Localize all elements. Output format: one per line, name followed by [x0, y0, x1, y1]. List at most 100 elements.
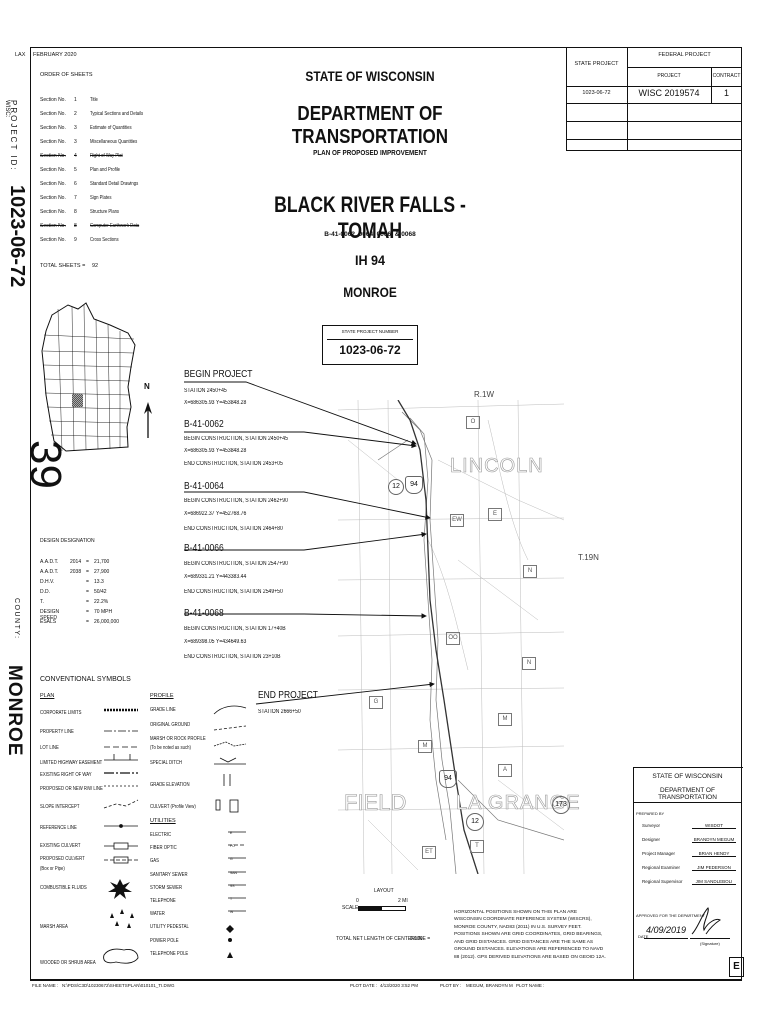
design-designation-row: A.A.D.T.2014=21,700: [40, 559, 134, 565]
north-label: N: [144, 382, 150, 391]
b66-begin: BEGIN CONSTRUCTION, STATION 2547+90: [184, 561, 288, 567]
b64-end: END CONSTRUCTION, STATION 2464+80: [184, 526, 283, 532]
project-id-label: PROJECT ID:: [9, 100, 18, 172]
sheet-section-label: Section No.: [40, 167, 66, 173]
approval-state: STATE OF WISCONSIN: [652, 773, 723, 780]
state-project-label: STATE PROJECT: [574, 61, 619, 67]
dd-equals: =: [86, 579, 89, 585]
b68-coords: X=689398.05 Y=434649.63: [184, 639, 247, 645]
approval-department: DEPARTMENT OF TRANSPORTATION: [658, 787, 717, 801]
prepared-by-label: PREPARED BY: [636, 811, 665, 816]
end-project-station: STATION 2666+50: [258, 709, 301, 715]
sheet-section-desc: Title: [90, 97, 98, 103]
county-road-marker: M: [418, 740, 432, 753]
plan-symbol-label: MARSH AREA: [40, 924, 68, 930]
state-project-number-label: STATE PROJECT NUMBER: [341, 329, 399, 334]
dd-year: [70, 619, 86, 625]
county-road-marker: A: [498, 764, 512, 777]
b64-coords: X=686922.37 Y=452768.76: [184, 511, 247, 517]
b66-end: END CONSTRUCTION, STATION 2549+50: [184, 589, 283, 595]
utility-symbol-label: SANITARY SEWER: [150, 871, 188, 878]
utility-symbol-label: ELECTRIC: [150, 832, 172, 838]
utility-code: T: [230, 896, 233, 901]
plan-symbol-label: PROPOSED OR NEW R/W LINE: [40, 786, 103, 792]
route-shield-us: 12: [466, 813, 484, 831]
dd-year: [70, 589, 86, 595]
plan-symbol-label: COMBUSTIBLE FLUIDS: [40, 885, 87, 891]
structure-numbers: B-41-0062, 0064, 0066, & 0068: [324, 231, 416, 238]
utility-code: W: [230, 909, 234, 915]
county-road-marker: N: [523, 565, 537, 578]
utility-symbol-label: WATER: [150, 911, 165, 918]
utility-code: G: [230, 856, 233, 862]
dd-key: A.A.D.T.: [40, 569, 59, 575]
sheet-section-number: 3: [74, 125, 77, 131]
profile-symbols-label: PROFILE: [150, 693, 174, 699]
contract-value: 1: [723, 88, 729, 98]
plan-symbols-label: PLAN: [40, 693, 55, 699]
profile-symbol-label: MARSH OR ROCK PROFILE: [150, 736, 206, 742]
centerline-label: TOTAL NET LENGTH OF CENTERLINE =: [336, 936, 431, 942]
sheet-section-number: 9: [74, 237, 77, 243]
utility-symbol-label: UTILITY PEDESTAL: [150, 924, 189, 931]
utility-symbol-label: GAS: [150, 858, 159, 865]
plot-date-label: PLOT DATE :: [350, 983, 378, 988]
county-road-marker: G: [369, 696, 383, 709]
dd-key: T.: [40, 599, 44, 605]
dd-equals: =: [86, 569, 89, 575]
project-box-left-border: [566, 47, 567, 150]
wisc-label: WISC:: [4, 100, 10, 118]
sheet-section-label: Section No.: [40, 97, 66, 103]
county-road-marker: ET: [422, 846, 436, 859]
end-project-title: END PROJECT: [258, 690, 318, 701]
sheet-section-desc: Miscellaneous Quantities: [90, 139, 138, 145]
federal-project-label: FEDERAL PROJECT: [658, 52, 711, 58]
b62-end: END CONSTRUCTION, STATION 2453+05: [184, 461, 283, 467]
divider: [327, 339, 413, 340]
sheet-section-number: 7: [74, 195, 77, 201]
scale-label: SCALE: [342, 905, 359, 911]
route-shield-state: 173: [552, 796, 570, 814]
dd-equals: =: [86, 619, 89, 625]
plan-date: FEBRUARY 2020: [33, 52, 77, 58]
layout-label: LAYOUT: [374, 888, 394, 894]
b66-coords: X=689331.21 Y=443383.44: [184, 574, 247, 580]
approval-role: Regional Examiner: [642, 865, 681, 870]
project-location-map: [338, 400, 564, 874]
sheet-section-number: 5: [74, 167, 77, 173]
county-road-marker: M: [498, 713, 512, 726]
scale-bar: [358, 906, 406, 911]
plot-by-label: PLOT BY :: [440, 983, 462, 988]
dd-key: ESALS: [40, 619, 57, 625]
file-name-label: FILE NAME :: [32, 983, 59, 988]
approval-date: 4/09/2019: [646, 925, 687, 935]
plan-symbol-label: EXISTING CULVERT: [40, 843, 81, 849]
project-box-line: [566, 86, 742, 87]
dd-equals: =: [86, 599, 89, 605]
sheet-section-number: 6: [74, 181, 77, 187]
callout-leaders: [184, 381, 435, 705]
project-id-vertical: 1023-06-72: [6, 185, 28, 288]
sheet-section-desc: Typical Sections and Details: [90, 111, 144, 117]
dd-value: 70 MPH: [94, 609, 113, 615]
design-designation-row: T.=22.2%: [40, 599, 134, 605]
approval-name: BRANDYN MEGUM: [692, 837, 736, 843]
file-name: N:\PDS\C3D\10230672\SHEETSPLAN\010101_TI…: [62, 983, 175, 988]
township-label: T.19N: [578, 553, 599, 562]
county-road-marker: OO: [446, 632, 460, 645]
scale-zero: 0: [356, 898, 359, 904]
sheet-section-desc: Standard Detail Drawings: [90, 181, 139, 187]
profile-symbol-label: (To be noted as such): [150, 745, 191, 751]
department-title: DEPARTMENT OF TRANSPORTATION: [291, 103, 449, 148]
sheet-section-number: 8: [74, 209, 77, 215]
profile-symbol-label: ORIGINAL GROUND: [150, 722, 191, 728]
approval-block: [633, 767, 743, 981]
profile-symbol-label: CULVERT (Profile View): [150, 804, 196, 810]
b62-coords: X=686305.93 Y=453848.28: [184, 448, 247, 454]
design-designation-row: A.A.D.T.2038=27,900: [40, 569, 134, 575]
plan-symbol-label: LOT LINE: [40, 745, 59, 751]
